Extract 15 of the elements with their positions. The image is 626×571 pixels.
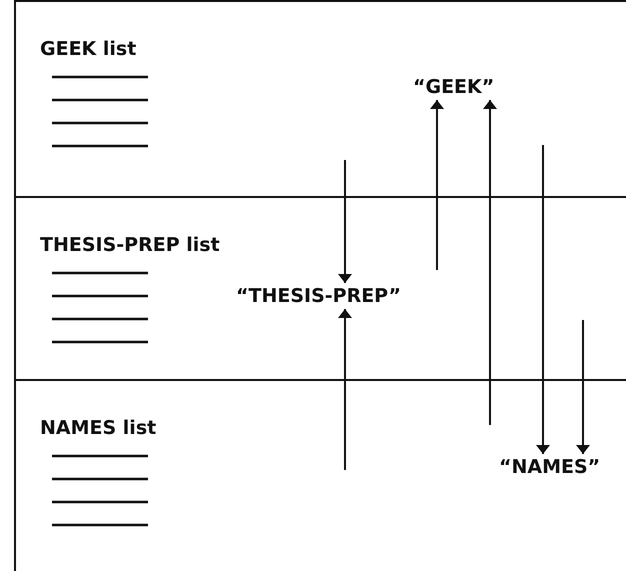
list-title: THESIS-PREP list [40,234,220,256]
term-label: “GEEK” [413,76,494,98]
list-band [14,379,626,571]
arrow [486,100,494,425]
arrow [578,320,588,454]
arrow [340,309,350,470]
arrow [538,145,548,454]
arrow [340,160,350,283]
arrow [432,100,442,270]
list-band [14,196,626,381]
list-title: GEEK list [40,38,136,60]
list-title: NAMES list [40,417,156,439]
term-label: “THESIS-PREP” [236,285,401,307]
list-band [14,0,626,198]
term-label: “NAMES” [499,456,600,478]
